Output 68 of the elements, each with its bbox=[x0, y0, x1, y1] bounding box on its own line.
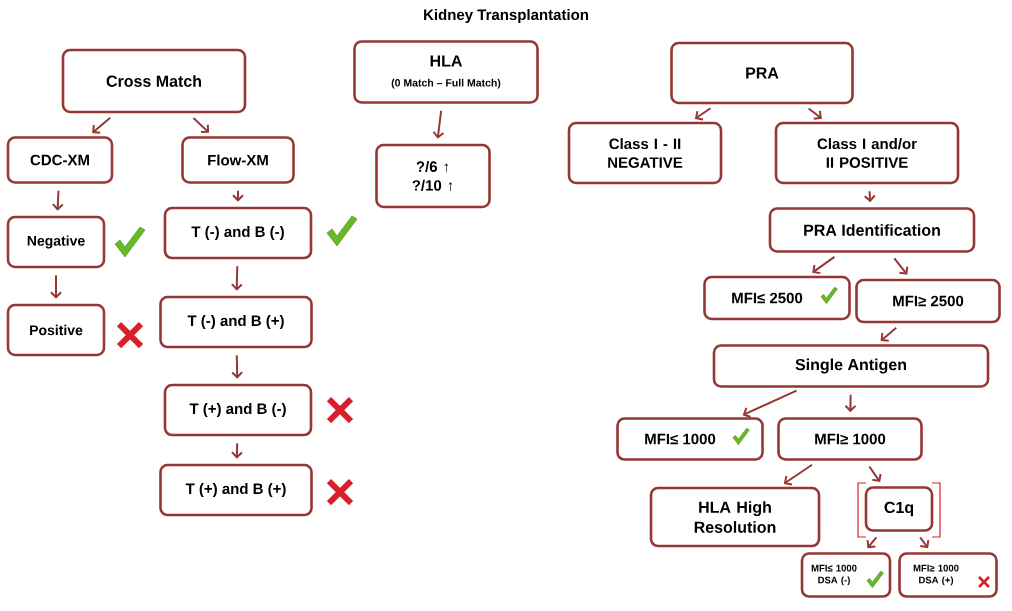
box-label: MFI≤ 1000 bbox=[645, 433, 716, 445]
box-label: MFI≤ 2500 bbox=[732, 292, 803, 304]
box-label: T (+) and B (-) bbox=[189, 403, 286, 417]
arrow bbox=[919, 536, 930, 549]
process-box bbox=[61, 48, 247, 114]
box-label: Single Antigen bbox=[795, 358, 906, 374]
box-label: Positive bbox=[30, 324, 83, 336]
box-label: MFI≥ 2500 bbox=[893, 295, 964, 307]
process-box bbox=[159, 463, 313, 517]
process-box bbox=[774, 121, 960, 185]
process-box bbox=[703, 275, 851, 321]
arrow bbox=[51, 189, 64, 211]
arrow bbox=[694, 107, 712, 121]
box-label: ?/6 ↑ ?/10 ↑ bbox=[412, 160, 453, 192]
process-box bbox=[670, 41, 854, 105]
arrow bbox=[192, 117, 210, 134]
process-box bbox=[159, 295, 313, 349]
arrow bbox=[50, 274, 62, 299]
box-label: Class I and/or II POSITIVE bbox=[817, 138, 917, 168]
box-label: PRA bbox=[746, 67, 779, 79]
box-label: CDC-XM bbox=[30, 154, 89, 166]
process-box bbox=[777, 417, 923, 461]
box-label: T (-) and B (+) bbox=[187, 315, 284, 329]
box-label: MFI≥ 1000 bbox=[815, 433, 886, 445]
box-label: Negative bbox=[27, 235, 85, 249]
arrow bbox=[92, 116, 112, 134]
process-box bbox=[712, 344, 990, 388]
process-box bbox=[163, 206, 313, 260]
process-box bbox=[163, 383, 313, 437]
box-label: MFI≤ 1000 DSA (-) bbox=[811, 564, 857, 586]
arrow bbox=[231, 354, 244, 379]
process-box bbox=[567, 121, 723, 185]
process-box bbox=[898, 552, 998, 598]
process-box bbox=[616, 417, 764, 461]
arrow bbox=[807, 107, 822, 120]
arrow bbox=[783, 463, 814, 486]
process-box bbox=[855, 278, 1001, 324]
process-box bbox=[353, 40, 539, 104]
process-box bbox=[6, 215, 106, 269]
process-box bbox=[6, 303, 106, 357]
arrow bbox=[230, 442, 243, 459]
process-box bbox=[6, 136, 114, 184]
arrow bbox=[893, 257, 909, 275]
box-label: Cross Match bbox=[106, 75, 201, 87]
arrow bbox=[866, 536, 878, 549]
arrow bbox=[868, 465, 882, 483]
arrow bbox=[230, 265, 243, 291]
title: Kidney Transplantation bbox=[424, 9, 588, 23]
process-box bbox=[864, 486, 934, 532]
arrow bbox=[880, 326, 898, 342]
box-label: Class I - II NEGATIVE bbox=[608, 138, 683, 168]
process-box bbox=[768, 207, 976, 253]
process-box bbox=[649, 486, 821, 548]
box-label: T (+) and B (+) bbox=[185, 483, 286, 497]
arrow bbox=[432, 109, 445, 139]
arrow bbox=[812, 255, 836, 275]
box-label: C1q bbox=[884, 501, 914, 517]
process-box bbox=[800, 552, 892, 598]
box-label: HLA (0 Match – Full Match) bbox=[391, 55, 501, 89]
box-label: MFI≥ 1000 DSA (+) bbox=[913, 564, 959, 586]
arrow bbox=[844, 393, 857, 413]
box-label: Flow-XM bbox=[208, 154, 268, 166]
box-label: T (-) and B (-) bbox=[191, 226, 284, 240]
box-label: PRA Identification bbox=[804, 224, 940, 236]
box-label: HLA High Resolution bbox=[694, 501, 776, 533]
process-box bbox=[375, 143, 491, 209]
arrow bbox=[742, 389, 798, 419]
process-box bbox=[181, 136, 295, 184]
